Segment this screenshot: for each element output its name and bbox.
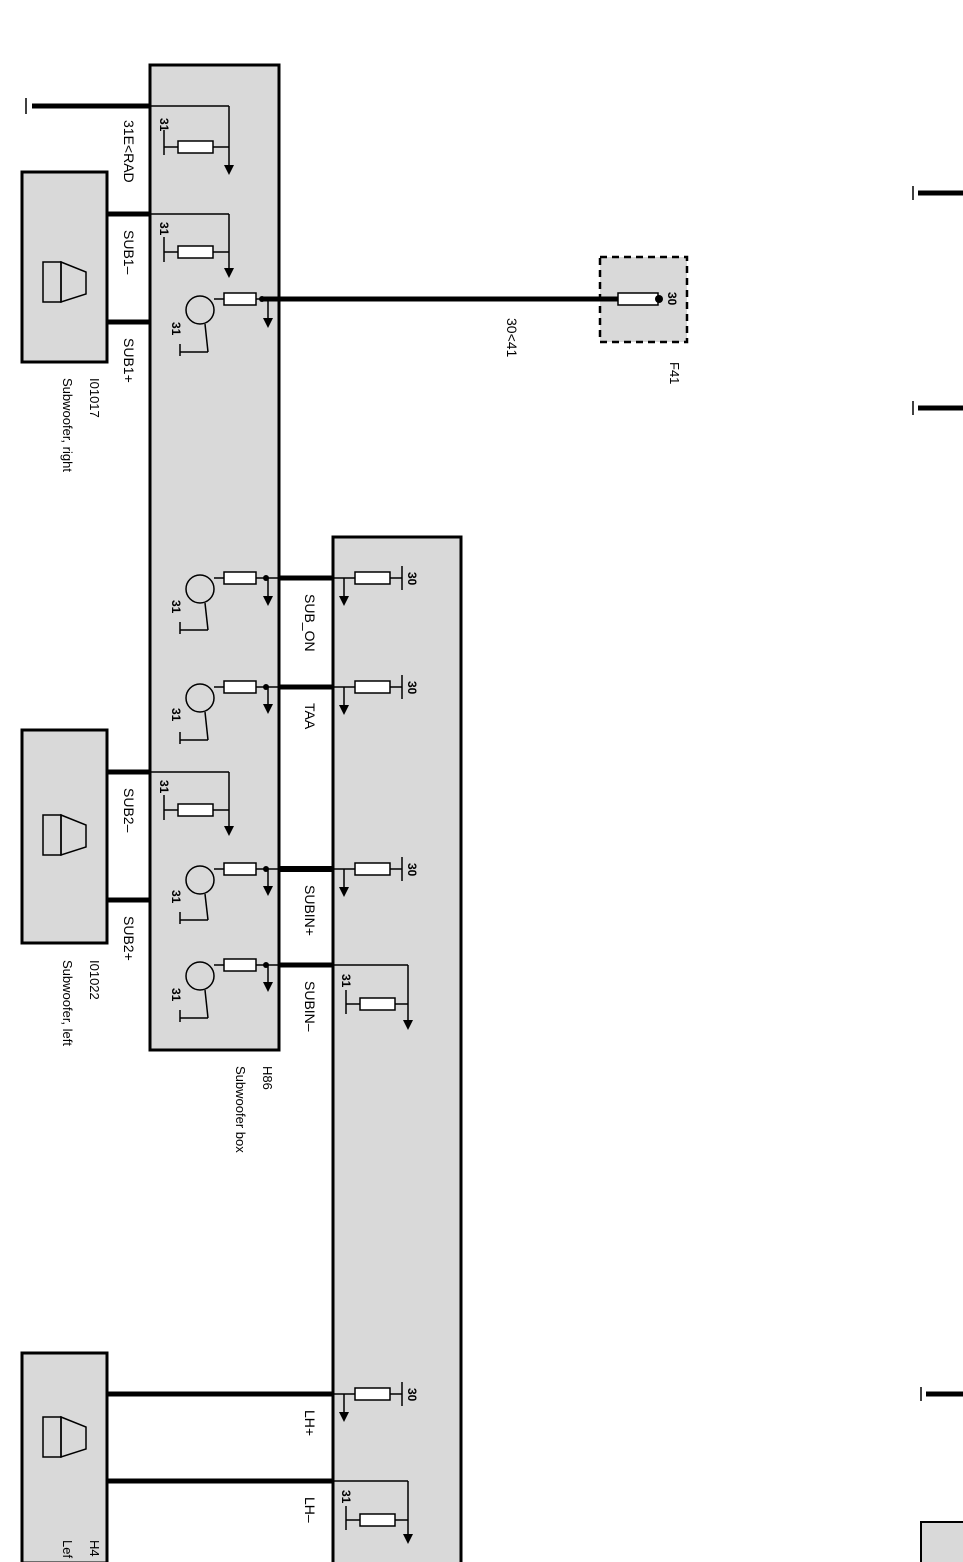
supply-resistor-subin-plus-pin: 30 — [405, 863, 419, 877]
speaker-bottom — [20, 1351, 109, 1562]
subwoofer-box-h86 — [148, 63, 281, 1052]
lh-minus-label: LH– — [302, 1497, 318, 1523]
transistor-stage-4-pin: 31 — [169, 890, 183, 904]
supply-resistor-taa — [333, 675, 403, 715]
supply-wire-label: 30<41 — [504, 318, 520, 358]
ground-resistor-lh-minus-pin: 31 — [339, 1490, 353, 1504]
supply-resistor-sub-on — [333, 566, 403, 606]
ground-resistor-1-pin: 31 — [157, 118, 171, 132]
transistor-stage-1 — [179, 292, 273, 356]
fuse-f41-element — [617, 292, 659, 306]
speaker-right-name: Subwoofer, right — [60, 378, 75, 472]
transistor-stage-1-pin: 31 — [169, 322, 183, 336]
speaker-bottom-id: H4 — [87, 1540, 102, 1557]
speaker-left-id: I01022 — [87, 960, 102, 1000]
subwoofer-box-id: H86 — [260, 1066, 275, 1090]
transistor-stage-5-pin: 31 — [169, 988, 183, 1002]
ground-resistor-subin-minus — [333, 964, 413, 1030]
ground-wire-label: 31E<RAD — [121, 120, 137, 183]
supply-resistor-lh-plus — [333, 1382, 403, 1422]
supply-resistor-sub-on-pin: 30 — [405, 572, 419, 586]
transistor-stage-2-pin: 31 — [169, 600, 183, 614]
taa-label: TAA — [302, 703, 318, 730]
speaker-left-name: Subwoofer, left — [60, 960, 75, 1046]
subwoofer-box-name: Subwoofer box — [233, 1066, 248, 1153]
connector-partial-box — [920, 1521, 963, 1562]
ground-resistor-subin-minus-pin: 31 — [339, 974, 353, 988]
ground-resistor-lh-minus — [333, 1480, 413, 1544]
ground-resistor-1 — [163, 106, 234, 175]
subin-plus-label: SUBIN+ — [302, 885, 318, 936]
sub-on-label: SUB_ON — [302, 594, 318, 652]
speaker-bottom-name: Lef — [60, 1540, 75, 1558]
sub2-plus-label: SUB2+ — [121, 916, 137, 961]
sub1-minus-label: SUB1– — [121, 230, 137, 275]
transistor-stage-3 — [179, 680, 279, 744]
supply-resistor-taa-pin: 30 — [405, 681, 419, 695]
speaker-right-id: I01017 — [87, 378, 102, 418]
transistor-stage-3-pin: 31 — [169, 708, 183, 722]
transistor-stage-4 — [179, 862, 279, 924]
transistor-stage-2 — [179, 571, 279, 634]
ground-resistor-3-pin: 31 — [157, 780, 171, 794]
fuse-f41-node — [655, 295, 663, 303]
ground-resistor-3 — [150, 771, 234, 836]
ground-resistor-2-pin: 31 — [157, 222, 171, 236]
speaker-right — [20, 170, 109, 364]
subin-minus-label: SUBIN– — [302, 981, 318, 1032]
transistor-stage-5 — [179, 958, 279, 1022]
supply-resistor-subin-plus — [333, 857, 403, 897]
lh-plus-label: LH+ — [302, 1410, 318, 1436]
ground-resistor-2 — [150, 213, 234, 278]
supply-resistor-lh-plus-pin: 30 — [405, 1388, 419, 1402]
amplifier-box — [331, 535, 463, 1562]
fuse-f41-pin-label: 30 — [665, 292, 679, 306]
sub1-plus-label: SUB1+ — [121, 338, 137, 383]
speaker-left — [20, 728, 109, 945]
sub2-minus-label: SUB2– — [121, 788, 137, 833]
fuse-f41-label: F41 — [667, 362, 682, 384]
